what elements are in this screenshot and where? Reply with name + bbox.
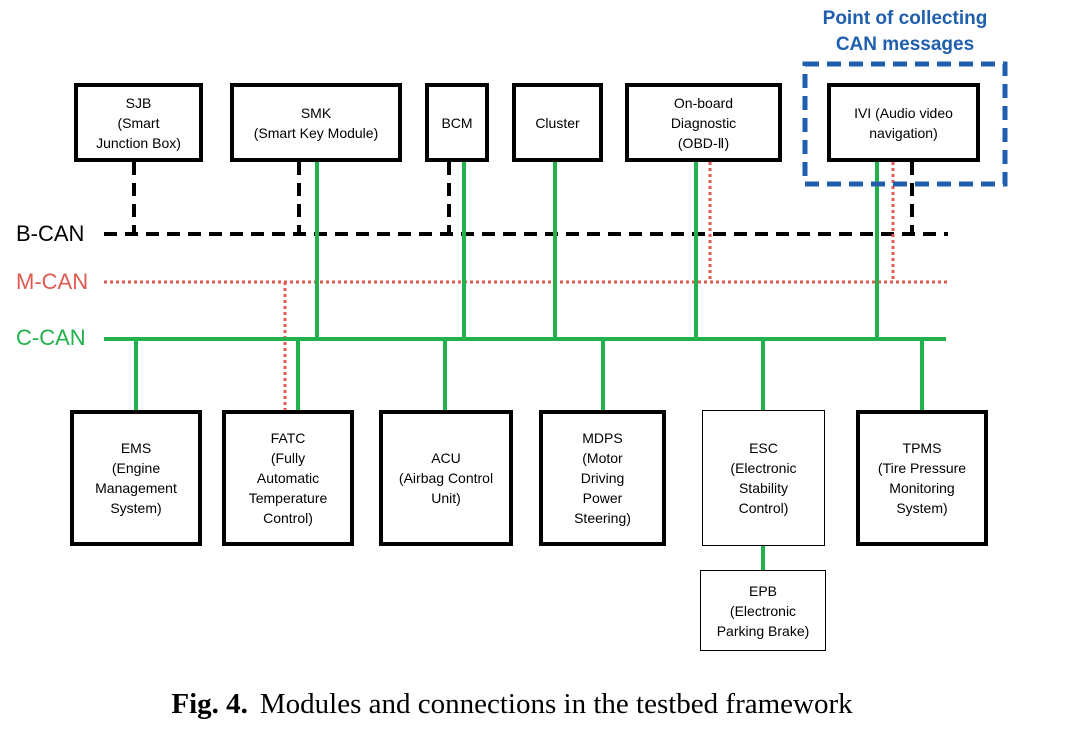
module-sjb: SJB (Smart Junction Box) [74, 83, 203, 162]
b-can-label: B-CAN [16, 221, 85, 246]
module-fatc: FATC (Fully Automatic Temperature Contro… [222, 410, 354, 546]
c-can-label: C-CAN [16, 325, 86, 350]
module-mdps: MDPS (Motor Driving Power Steering) [539, 410, 666, 546]
module-obd: On-board Diagnostic (OBD-Ⅱ) [625, 83, 782, 162]
module-cluster: Cluster [512, 83, 603, 162]
m-can-label: M-CAN [16, 269, 89, 294]
module-ivi: IVI (Audio video navigation) [827, 83, 980, 162]
module-tpms: TPMS (Tire Pressure Monitoring System) [856, 410, 988, 546]
module-acu: ACU (Airbag Control Unit) [379, 410, 513, 546]
caption-text: Modules and connections in the testbed f… [259, 688, 853, 720]
caption-prefix: Fig. 4. [171, 688, 248, 720]
module-epb: EPB (Electronic Parking Brake) [700, 570, 826, 651]
collect-point-label: Point of collecting CAN messages [822, 8, 988, 55]
figure-caption: Fig. 4. Modules and connections in the te… [0, 686, 1024, 722]
module-bcm: BCM [425, 83, 489, 162]
collect-point-highlight [802, 61, 1008, 187]
module-smk: SMK (Smart Key Module) [230, 83, 402, 162]
module-esc: ESC (Electronic Stability Control) [702, 410, 825, 546]
module-ems: EMS (Engine Management System) [70, 410, 202, 546]
